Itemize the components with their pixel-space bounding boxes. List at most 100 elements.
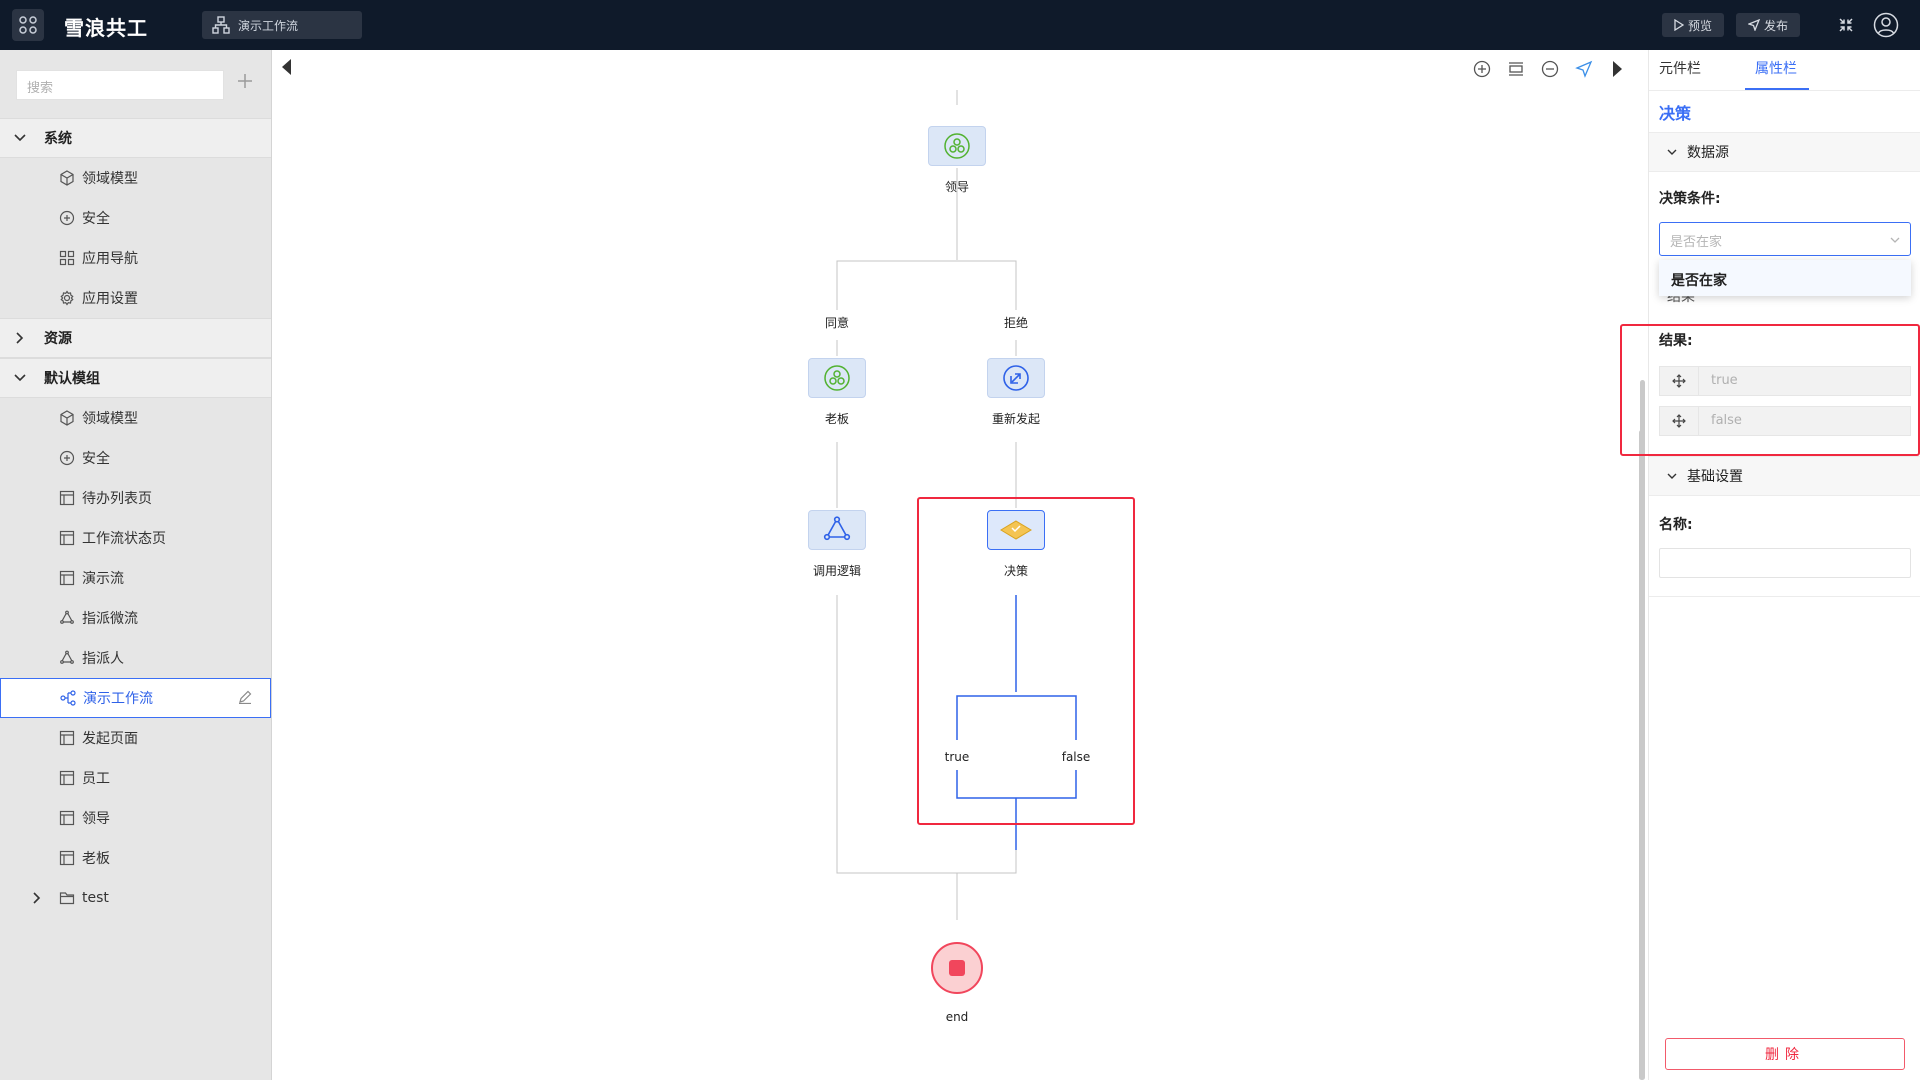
tree-group-label: 系统 bbox=[44, 131, 72, 147]
edge-decision-split bbox=[956, 695, 1077, 740]
active-tab-indicator bbox=[1745, 88, 1809, 90]
send-icon[interactable] bbox=[1574, 59, 1594, 79]
workflow-icon bbox=[59, 689, 77, 707]
workflow-tab[interactable]: 演示工作流 bbox=[202, 11, 362, 39]
tree-item-assignee[interactable]: 指派人 bbox=[0, 638, 271, 678]
collapse-right-icon[interactable] bbox=[1608, 59, 1628, 79]
cycle-icon bbox=[823, 516, 851, 541]
collapse-icon[interactable] bbox=[1834, 13, 1858, 37]
result-value[interactable]: true bbox=[1699, 366, 1911, 396]
restart-icon bbox=[1003, 365, 1029, 391]
tree-item-leader[interactable]: 领导 bbox=[0, 798, 271, 838]
tree-item-label: 演示工作流 bbox=[83, 691, 153, 707]
result-label: 结果: bbox=[1659, 333, 1693, 349]
add-icon[interactable] bbox=[234, 70, 256, 92]
edit-icon[interactable] bbox=[238, 690, 252, 708]
left-sidebar: 搜索 系统 领域模型 安全 应用导航 应用设置 资源 bbox=[0, 50, 272, 1080]
tree-item-label: 指派微流 bbox=[82, 611, 138, 627]
search-input[interactable]: 搜索 bbox=[16, 70, 224, 100]
top-bar: 雪浪共工 演示工作流 预览 发布 bbox=[0, 0, 1920, 50]
tree-item-label: 指派人 bbox=[82, 651, 124, 667]
tree-item-label: 老板 bbox=[82, 851, 110, 867]
grid-icon bbox=[58, 249, 76, 267]
tree-item-demo-workflow[interactable]: 演示工作流 bbox=[0, 678, 271, 718]
zoom-in-icon[interactable] bbox=[1472, 59, 1492, 79]
cube-icon bbox=[58, 409, 76, 427]
tree-item-label: test bbox=[82, 890, 109, 906]
tree-item-security[interactable]: 安全 bbox=[0, 438, 271, 478]
tree-group-system[interactable]: 系统 bbox=[0, 118, 271, 158]
tree-item-demo-flow[interactable]: 演示流 bbox=[0, 558, 271, 598]
folder-icon bbox=[58, 889, 76, 907]
chevron-down-icon bbox=[12, 374, 28, 382]
node-call-logic[interactable] bbox=[808, 510, 866, 550]
edge-call-down bbox=[836, 595, 1017, 874]
collapse-left-icon[interactable] bbox=[280, 58, 292, 80]
tree-item-domain-model[interactable]: 领域模型 bbox=[0, 398, 271, 438]
tree-group-default-module[interactable]: 默认模组 bbox=[0, 358, 271, 398]
cycle-icon bbox=[58, 649, 76, 667]
node-restart[interactable] bbox=[987, 358, 1045, 398]
tree-item-security[interactable]: 安全 bbox=[0, 198, 271, 238]
tree-item-app-settings[interactable]: 应用设置 bbox=[0, 278, 271, 318]
page-icon bbox=[58, 849, 76, 867]
drag-handle-icon[interactable] bbox=[1659, 366, 1699, 396]
user-avatar-icon[interactable] bbox=[1872, 11, 1900, 39]
tree-item-folder-test[interactable]: test bbox=[0, 878, 271, 918]
drag-handle-icon[interactable] bbox=[1659, 406, 1699, 436]
delete-button[interactable]: 删除 bbox=[1665, 1038, 1905, 1070]
edge-split-agree-reject bbox=[836, 260, 1017, 310]
tree-item-label: 应用导航 bbox=[82, 251, 138, 267]
condition-dropdown-option[interactable]: 是否在家 bbox=[1659, 260, 1911, 296]
publish-button[interactable]: 发布 bbox=[1736, 13, 1800, 37]
tree-item-app-navigation[interactable]: 应用导航 bbox=[0, 238, 271, 278]
node-boss[interactable] bbox=[808, 358, 866, 398]
result-value[interactable]: false bbox=[1699, 406, 1911, 436]
tree-group-label: 资源 bbox=[44, 331, 72, 347]
tree-item-domain-model[interactable]: 领域模型 bbox=[0, 158, 271, 198]
condition-label: 决策条件: bbox=[1659, 191, 1721, 207]
name-input[interactable] bbox=[1659, 548, 1911, 578]
preview-label: 预览 bbox=[1687, 18, 1712, 33]
node-decision[interactable] bbox=[987, 510, 1045, 550]
node-leader-label: 领导 bbox=[944, 180, 969, 194]
condition-select[interactable]: 是否在家 bbox=[1659, 222, 1911, 256]
chevron-down-icon bbox=[1890, 233, 1900, 248]
chevron-down-icon bbox=[12, 134, 28, 142]
tree-item-label: 安全 bbox=[82, 211, 110, 227]
tab-components[interactable]: 元件栏 bbox=[1659, 61, 1701, 77]
highlight-box-results bbox=[1620, 324, 1920, 456]
condition-select-placeholder: 是否在家 bbox=[1670, 235, 1723, 250]
tree-item-todo-list-page[interactable]: 待办列表页 bbox=[0, 478, 271, 518]
page-icon bbox=[58, 489, 76, 507]
panel-scrollbar[interactable] bbox=[1640, 380, 1645, 1080]
highlight-box-decision bbox=[917, 497, 1135, 825]
fit-view-icon[interactable] bbox=[1506, 59, 1526, 79]
page-icon bbox=[58, 809, 76, 827]
section-basic-settings[interactable]: 基础设置 bbox=[1649, 456, 1920, 496]
tree-item-boss[interactable]: 老板 bbox=[0, 838, 271, 878]
node-end[interactable] bbox=[931, 942, 983, 994]
workflow-canvas[interactable]: 领导 同意 拒绝 老板 重新发起 调用逻辑 决策 true false end bbox=[272, 50, 1648, 1080]
tree-item-workflow-status-page[interactable]: 工作流状态页 bbox=[0, 518, 271, 558]
zoom-out-icon[interactable] bbox=[1540, 59, 1560, 79]
tree-item-employee[interactable]: 员工 bbox=[0, 758, 271, 798]
node-leader[interactable] bbox=[928, 126, 986, 166]
preview-button[interactable]: 预览 bbox=[1662, 13, 1724, 37]
app-grid-icon[interactable] bbox=[12, 9, 44, 41]
tree-item-assign-microflow[interactable]: 指派微流 bbox=[0, 598, 271, 638]
section-datasource[interactable]: 数据源 bbox=[1649, 132, 1920, 172]
play-icon bbox=[1674, 19, 1684, 31]
cycle-icon bbox=[58, 609, 76, 627]
tree-group-resources[interactable]: 资源 bbox=[0, 318, 271, 358]
section-divider bbox=[1649, 596, 1920, 597]
node-decision-label: 决策 bbox=[1003, 564, 1028, 578]
tree-item-label: 发起页面 bbox=[82, 731, 138, 747]
node-end-label: end bbox=[945, 1010, 969, 1024]
tree-item-launch-page[interactable]: 发起页面 bbox=[0, 718, 271, 758]
tab-border bbox=[1649, 90, 1920, 91]
tree-item-label: 待办列表页 bbox=[82, 491, 152, 507]
tab-properties[interactable]: 属性栏 bbox=[1755, 61, 1797, 77]
gear-icon bbox=[58, 289, 76, 307]
node-restart-label: 重新发起 bbox=[991, 412, 1040, 426]
